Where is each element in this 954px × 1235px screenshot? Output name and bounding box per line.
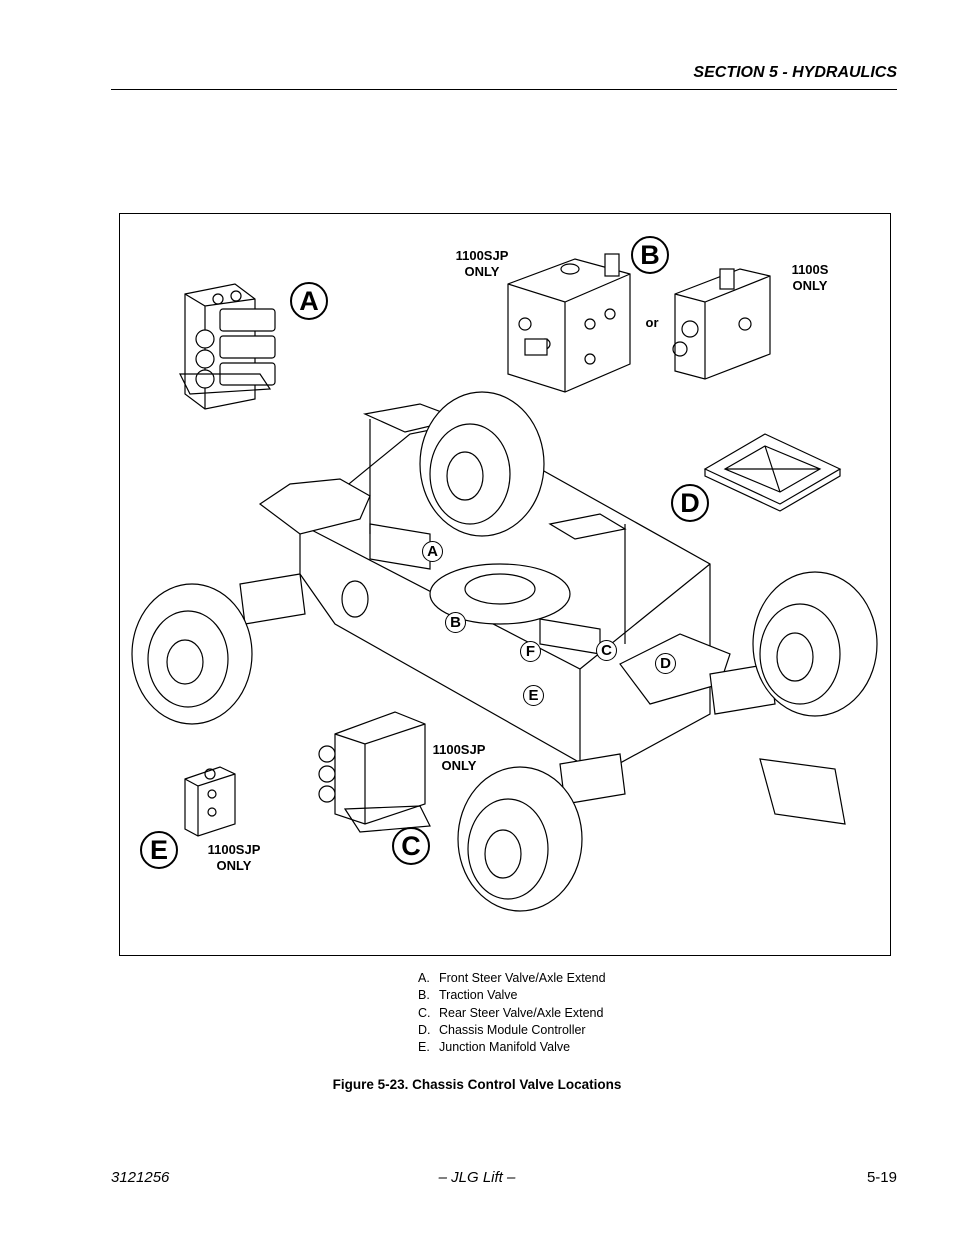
- rear-axle: [709, 663, 776, 715]
- callout-d-large: D: [671, 484, 709, 522]
- controller-plate-illustration: [703, 433, 842, 512]
- section-title: SECTION 5 - HYDRAULICS: [693, 64, 897, 81]
- callout-a-large: A: [290, 282, 328, 320]
- legend-item: B.Traction Valve: [418, 988, 518, 1003]
- wheel-rear-left: [457, 766, 583, 912]
- callout-c-large: C: [392, 827, 430, 865]
- valve-a-illustration: [179, 283, 276, 410]
- legend-item: C.Rear Steer Valve/Axle Extend: [418, 1005, 604, 1020]
- valve-b-s-illustration: [672, 268, 771, 380]
- callout-b-large: B: [631, 236, 669, 274]
- figure-legend: A.Front Steer Valve/Axle Extend B.Tracti…: [418, 971, 606, 1057]
- legend-item: A.Front Steer Valve/Axle Extend: [418, 971, 606, 985]
- callout-e-large: E: [140, 831, 178, 869]
- valve-c-illustration: [318, 711, 431, 833]
- footer-page-number: 5-19: [866, 1169, 897, 1186]
- legend-item: E.Junction Manifold Valve: [418, 1040, 571, 1055]
- front-axle: [239, 573, 306, 625]
- chassis-illustration: [131, 253, 878, 912]
- chassis-frame: [258, 403, 846, 825]
- wheel-front-left: [131, 583, 253, 725]
- note-or: or: [645, 315, 659, 330]
- wheel-rear-right: [752, 571, 878, 717]
- callout-e-small: E: [523, 685, 544, 706]
- callout-c-small: C: [596, 640, 617, 661]
- footer-doc-number: 3121256: [111, 1169, 170, 1186]
- wheel-front-right: [419, 391, 545, 537]
- valve-b-sjp-illustration: [507, 253, 631, 393]
- legend-item: D.Chassis Module Controller: [418, 1022, 586, 1037]
- callout-b-small: B: [445, 612, 466, 633]
- callout-f-small: F: [520, 641, 541, 662]
- header-divider: [111, 89, 897, 90]
- figure-caption: Figure 5-23. Chassis Control Valve Locat…: [332, 1077, 622, 1092]
- callout-a-small: A: [422, 541, 443, 562]
- callout-d-small: D: [655, 653, 676, 674]
- footer-center: – JLG Lift –: [438, 1169, 516, 1186]
- junction-manifold-illustration: [184, 766, 236, 837]
